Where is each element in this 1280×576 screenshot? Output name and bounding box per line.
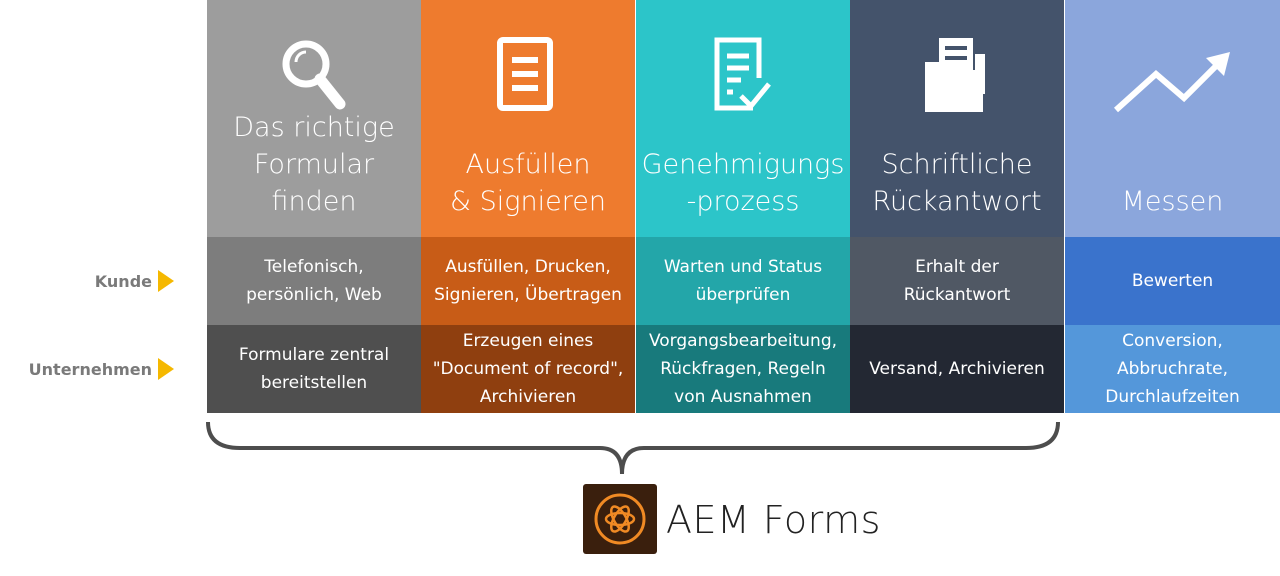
customer-cell: Bewerten [1065, 237, 1280, 325]
document-icon [421, 32, 635, 122]
column-title: Schriftliche Rückantwort [872, 149, 1042, 217]
business-cell: Versand, Archivieren [850, 325, 1064, 413]
folder-icon [850, 32, 1064, 122]
checklist-icon [636, 32, 850, 122]
arrow-right-icon [158, 270, 174, 292]
trend-up-icon [1065, 50, 1280, 140]
business-cell: Erzeugen eines "Document of record", Arc… [421, 325, 635, 413]
business-cell: Formulare zentral bereitstellen [207, 325, 421, 413]
column-fill-sign: Ausfüllen & Signieren Ausfüllen, Drucken… [421, 0, 635, 413]
column-approval: Genehmigungs -prozess Warten und Status … [636, 0, 850, 413]
column-header: Ausfüllen & Signieren [421, 0, 635, 237]
column-title: Genehmigungs -prozess [641, 149, 845, 217]
column-header: Das richtige Formular finden [207, 0, 421, 237]
curly-brace [206, 421, 1060, 475]
business-cell: Conversion, Abbruchrate, Durchlaufzeiten [1065, 325, 1280, 413]
magnifier-icon [207, 32, 421, 122]
customer-cell: Warten und Status überprüfen [636, 237, 850, 325]
row-label-text: Unternehmen [28, 359, 152, 379]
column-title: Das richtige Formular finden [233, 112, 395, 217]
column-header: Schriftliche Rückantwort [850, 0, 1064, 237]
column-title: Messen [1121, 186, 1224, 217]
column-title: Ausfüllen & Signieren [450, 149, 606, 217]
column-written-reply: Schriftliche Rückantwort Erhalt der Rück… [850, 0, 1064, 413]
row-label-customer: Kunde [95, 270, 174, 292]
customer-cell: Erhalt der Rückantwort [850, 237, 1064, 325]
row-label-text: Kunde [94, 271, 152, 291]
row-label-business: Unternehmen [29, 358, 174, 380]
column-measure: Messen Bewerten Conversion, Abbruchrate,… [1065, 0, 1280, 413]
arrow-right-icon [158, 358, 174, 380]
aem-forms-logo-icon [583, 484, 657, 554]
customer-cell: Ausfüllen, Drucken, Signieren, Übertrage… [421, 237, 635, 325]
column-header: Messen [1065, 0, 1280, 237]
business-cell: Vorgangsbearbeitung, Rückfragen, Regeln … [636, 325, 850, 413]
column-find-form: Das richtige Formular finden Telefonisch… [207, 0, 421, 413]
brand-name: AEM Forms [666, 498, 881, 542]
customer-cell: Telefonisch, persönlich, Web [207, 237, 421, 325]
column-header: Genehmigungs -prozess [636, 0, 850, 237]
